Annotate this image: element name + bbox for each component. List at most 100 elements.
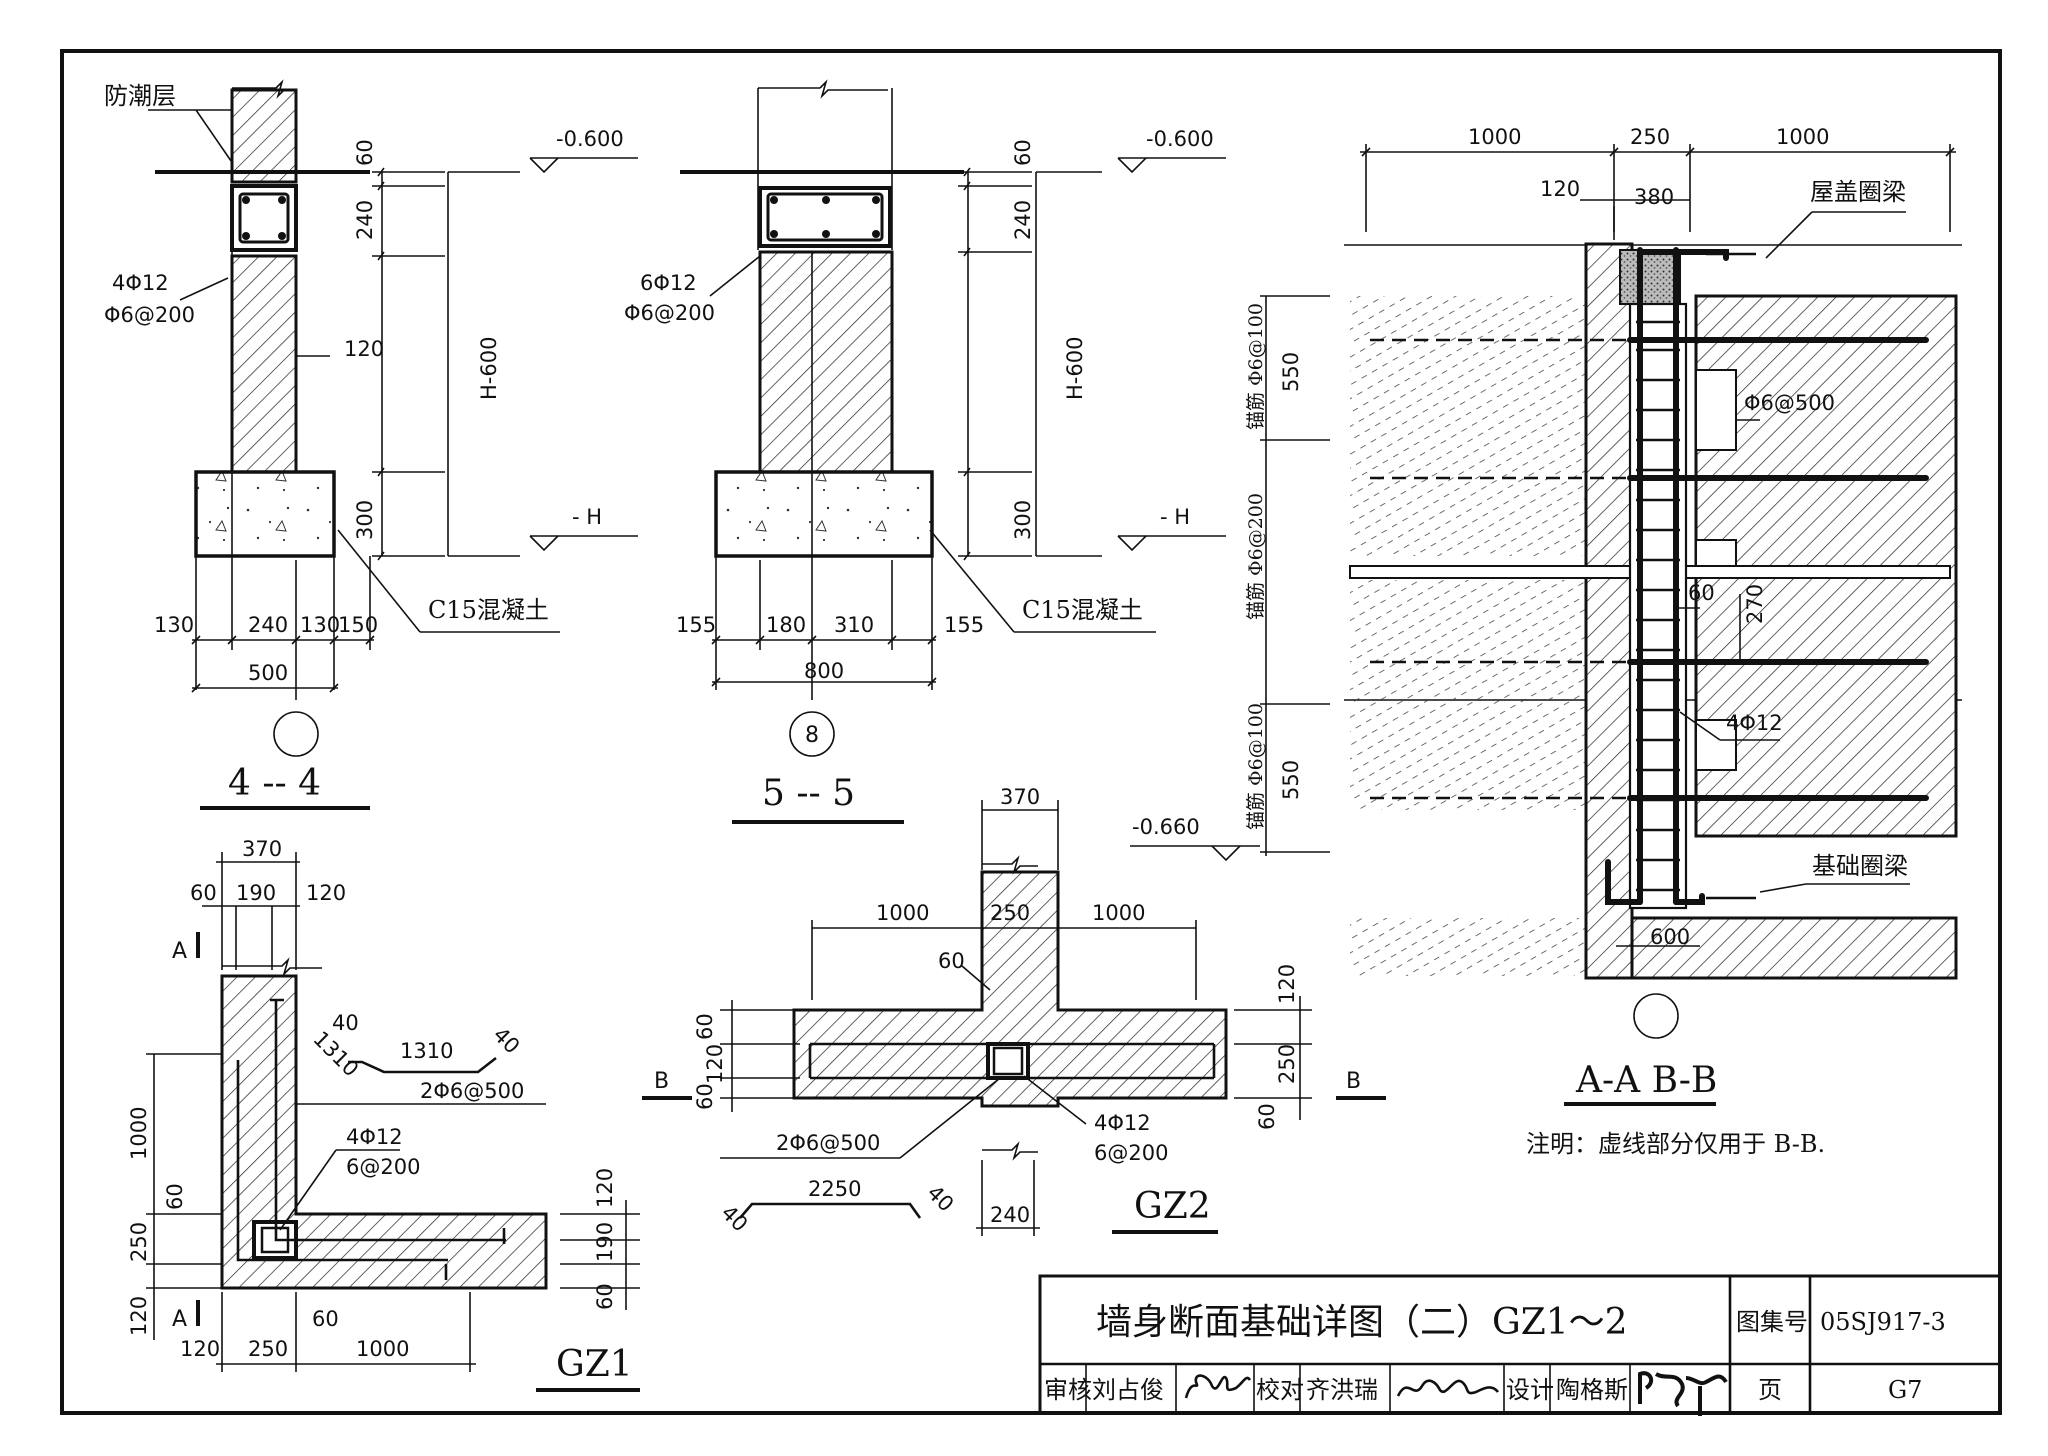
left-dim-1: 60 (693, 1013, 717, 1040)
bar-end-right: 40 (922, 1181, 958, 1217)
concrete-label: C15混凝土 (428, 596, 549, 624)
column-stirrups (1636, 320, 1680, 892)
bottom-dim-4: 1000 (356, 1337, 409, 1361)
section-title: A-A B-B (1575, 1060, 1717, 1101)
total-width: 500 (248, 661, 288, 685)
top-dim-1: 60 (190, 881, 217, 905)
dim-120: 120 (1540, 177, 1580, 201)
dim-240: 240 (1011, 200, 1035, 240)
designer-signature (1638, 1371, 1728, 1416)
tie-bar-label: 2Φ6@500 (420, 1079, 524, 1103)
dim-60: 60 (938, 949, 965, 973)
dim-600: 600 (1650, 925, 1690, 949)
bottom-dim-3: 130 (300, 613, 340, 637)
bottom-dim: 240 (990, 1203, 1030, 1227)
section-4-4: 防潮层 120 4Φ12 Φ6@200 C15混凝土 60 240 300 H-… (104, 79, 638, 810)
top-dim-1: 1000 (1468, 125, 1521, 149)
found-beam-label: 基础圈梁 (1812, 852, 1908, 880)
rebar-main: 4Φ12 (112, 271, 169, 295)
bottom-dim-4: 155 (944, 613, 984, 637)
dim-550-bottom: 550 (1279, 760, 1303, 800)
dim-h-600: H-600 (1063, 337, 1087, 400)
axis-circle (273, 711, 319, 757)
roof-beam-label: 屋盖圈梁 (1810, 178, 1906, 206)
level-bottom: - H (572, 505, 602, 529)
right-dim-2: 190 (593, 1222, 617, 1262)
ring-beam-section (230, 184, 298, 252)
arm-dim-1: 1000 (876, 901, 929, 925)
level-bottom: - H (1160, 505, 1190, 529)
bar-length-1: 1310 (400, 1039, 453, 1063)
dim-380: 380 (1634, 185, 1674, 209)
drawing-title: 墙身断面基础详图（二）GZ1～2 (1096, 1302, 1628, 1343)
anchor-bars (1627, 337, 1929, 801)
top-dim-total: 370 (242, 837, 282, 861)
review-label: 审核 (1044, 1376, 1092, 1404)
tie-bar-label: Φ6@500 (1744, 391, 1835, 415)
page-label: 页 (1758, 1376, 1782, 1404)
section-title: 5 -- 5 (762, 773, 855, 814)
right-dim-1: 120 (593, 1168, 617, 1208)
bar-end-1: 40 (332, 1011, 359, 1035)
note-text: 注明：虚线部分仅用于 B-B. (1526, 1130, 1825, 1158)
gz1-title: GZ1 (556, 1344, 633, 1385)
sheet-border (60, 49, 2002, 1415)
checker-name: 齐洪瑞 (1306, 1376, 1378, 1404)
dim-h-600: H-600 (477, 337, 501, 400)
level-top: -0.600 (556, 127, 624, 151)
rebar-main: 4Φ12 (1726, 711, 1783, 735)
top-dim-3: 120 (306, 881, 346, 905)
arm-dim-3: 1000 (1092, 901, 1145, 925)
gz2-plan: 370 1000 250 1000 60 60 120 60 120 250 6… (642, 785, 1386, 1236)
footing (194, 470, 336, 558)
damp-layer-label: 防潮层 (104, 82, 176, 110)
checker-signature (1396, 1379, 1500, 1397)
bottom-dim-1: 130 (154, 613, 194, 637)
top-dim-2: 250 (1630, 125, 1670, 149)
section-aa-bb: 1000 250 1000 120 380 屋盖圈梁 基础圈梁 550 550 … (1130, 125, 1962, 1158)
left-dim-3: 250 (127, 1222, 151, 1262)
anchor-label-3: 锚筋 Φ6@100 (1245, 703, 1267, 830)
mark-b-left: B (654, 1069, 669, 1094)
dim-270: 270 (1743, 584, 1767, 624)
page-number: G7 (1888, 1376, 1922, 1404)
left-dim-1: 1000 (127, 1107, 151, 1160)
right-dim-1: 120 (1275, 964, 1299, 1004)
dim-60: 60 (1011, 139, 1035, 166)
title-block: 墙身断面基础详图（二）GZ1～2 图集号 05SJ917-3 审核 刘占俊 校对… (1038, 1274, 2002, 1416)
top-dim-2: 190 (236, 881, 276, 905)
design-label: 设计 (1506, 1376, 1554, 1404)
rebar-main: 6Φ12 (640, 271, 697, 295)
bar-length: 2250 (808, 1177, 861, 1201)
check-label: 校对 (1256, 1376, 1304, 1404)
dim-60: 60 (353, 139, 377, 166)
dim-550-top: 550 (1279, 352, 1303, 392)
mark-a-top: A (172, 939, 187, 964)
dim-240: 240 (353, 200, 377, 240)
bottom-dim-3: 60 (312, 1307, 339, 1331)
rebar-main: 4Φ12 (346, 1125, 403, 1149)
designer-name: 陶格斯 (1556, 1376, 1628, 1404)
bottom-dim-1: 120 (180, 1337, 220, 1361)
left-dim-4: 120 (127, 1296, 151, 1336)
gz1-plan: A A 370 60 190 120 40 1310 1310 40 2Φ6@5… (127, 837, 640, 1392)
mark-b-right: B (1346, 1069, 1361, 1094)
dim-300: 300 (1011, 500, 1035, 540)
reviewer-signature (1184, 1374, 1252, 1399)
bottom-dim-2: 180 (766, 613, 806, 637)
section-5-5: 6Φ12 Φ6@200 C15混凝土 60 240 300 H-600 -0.6… (624, 79, 1226, 824)
bar-end-2: 40 (488, 1023, 524, 1059)
bar-end-left: 40 (716, 1201, 752, 1237)
dim-60: 60 (1688, 581, 1715, 605)
dim-120: 120 (344, 337, 384, 361)
rebar-stirrup: 6@200 (346, 1155, 420, 1179)
left-dim-2: 120 (703, 1044, 727, 1084)
bottom-dim-1: 155 (676, 613, 716, 637)
atlas-label: 图集号 (1736, 1308, 1808, 1336)
reviewer-name: 刘占俊 (1092, 1376, 1164, 1404)
anchor-label-2: 锚筋 Φ6@200 (1245, 493, 1267, 620)
bottom-dim-3: 310 (834, 613, 874, 637)
left-dim-2: 60 (163, 1183, 187, 1210)
left-dim-3: 60 (693, 1083, 717, 1110)
atlas-number: 05SJ917-3 (1820, 1308, 1946, 1336)
